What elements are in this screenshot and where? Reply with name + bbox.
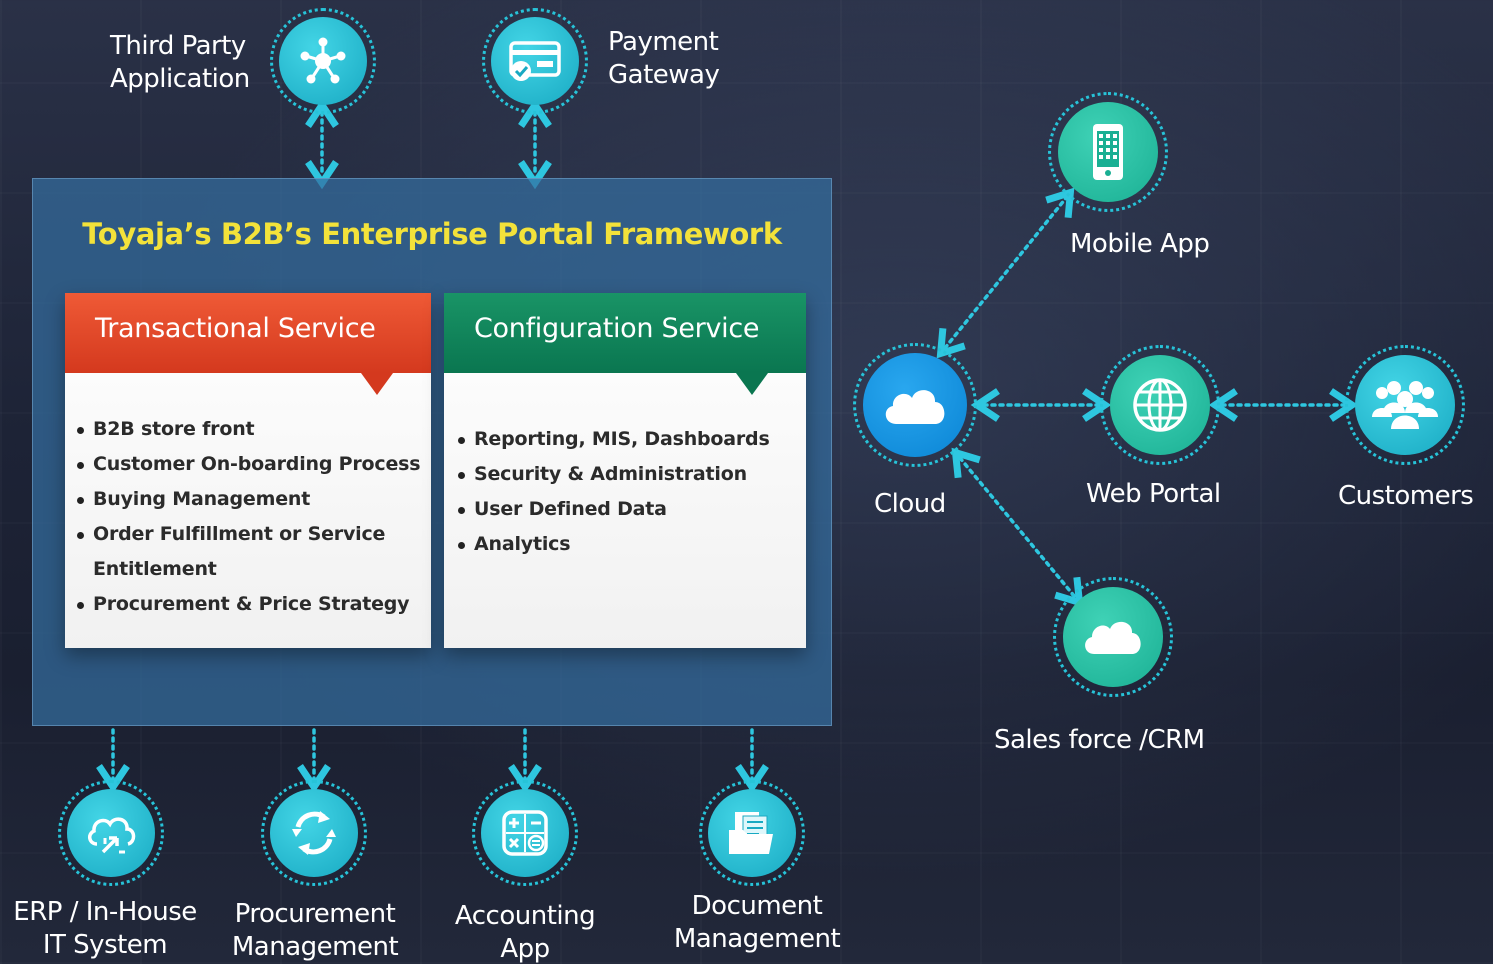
accounting-node[interactable] xyxy=(472,780,578,886)
transactional-service-title: Transactional Service xyxy=(65,293,431,373)
calculator-icon xyxy=(502,810,548,856)
list-item-continuation: Entitlement xyxy=(93,558,217,580)
customers-node[interactable] xyxy=(1345,345,1465,465)
configuration-items: Reporting, MIS, Dashboards Security & Ad… xyxy=(458,422,770,562)
document-node[interactable] xyxy=(699,780,805,886)
framework-title: Toyaja’s B2B’s Enterprise Portal Framewo… xyxy=(82,217,782,251)
folder-documents-icon xyxy=(729,812,773,854)
list-item: Analytics xyxy=(458,527,770,562)
payment-gateway-node[interactable] xyxy=(482,8,588,114)
list-item: Procurement & Price Strategy xyxy=(77,587,420,622)
cloud-node[interactable] xyxy=(853,343,977,467)
cloud-icon xyxy=(1085,621,1141,654)
mobile-app-label: Mobile App xyxy=(1070,229,1210,259)
payment-gateway-label: Payment Gateway xyxy=(608,27,720,90)
cloud-sync-icon xyxy=(88,817,136,854)
connector-cloud-mobile xyxy=(936,187,1075,359)
accounting-label: Accounting App xyxy=(454,901,596,964)
erp-label: ERP / In-House IT System xyxy=(13,897,197,960)
list-item: User Defined Data xyxy=(458,492,770,527)
cloud-label: Cloud xyxy=(874,489,946,519)
customers-label: Customers xyxy=(1338,481,1474,511)
mobile-phone-icon xyxy=(1093,124,1123,180)
transactional-items: B2B store front Customer On-boarding Pro… xyxy=(77,412,421,622)
transactional-service-panel: Transactional Service B2B store front Cu… xyxy=(65,293,431,648)
list-item: Security & Administration xyxy=(458,457,770,492)
web-portal-label: Web Portal xyxy=(1086,479,1221,509)
procurement-label: Procurement Management xyxy=(231,899,399,962)
configuration-service-panel: Configuration Service Reporting, MIS, Da… xyxy=(444,293,806,648)
procurement-node[interactable] xyxy=(261,780,367,886)
refresh-cycle-icon xyxy=(292,811,336,855)
document-label: Document Management xyxy=(673,891,841,954)
configuration-service-title: Configuration Service xyxy=(444,293,806,373)
third-party-label: Third Party Application xyxy=(110,31,250,94)
configuration-notch xyxy=(736,373,768,395)
connector-cloud-crm xyxy=(951,447,1084,608)
credit-card-icon xyxy=(509,41,561,81)
globe-icon xyxy=(1133,378,1187,432)
share-network-icon xyxy=(300,37,346,84)
portal-framework-box: Toyaja’s B2B’s Enterprise Portal Framewo… xyxy=(32,178,832,726)
third-party-node[interactable] xyxy=(270,8,376,114)
crm-label: Sales force /CRM xyxy=(994,725,1205,755)
cloud-icon xyxy=(885,390,945,424)
transactional-notch xyxy=(361,373,393,395)
list-item: Order Fulfillment or Service xyxy=(77,517,420,552)
people-group-icon xyxy=(1372,381,1438,429)
crm-node[interactable] xyxy=(1053,577,1173,697)
list-item: Reporting, MIS, Dashboards xyxy=(458,422,770,457)
list-item: Customer On-boarding Process xyxy=(77,447,421,482)
list-item: Buying Management xyxy=(77,482,420,517)
mobile-app-node[interactable] xyxy=(1048,92,1168,212)
web-portal-node[interactable] xyxy=(1100,345,1220,465)
list-item: B2B store front xyxy=(77,412,420,447)
erp-node[interactable] xyxy=(58,780,164,886)
